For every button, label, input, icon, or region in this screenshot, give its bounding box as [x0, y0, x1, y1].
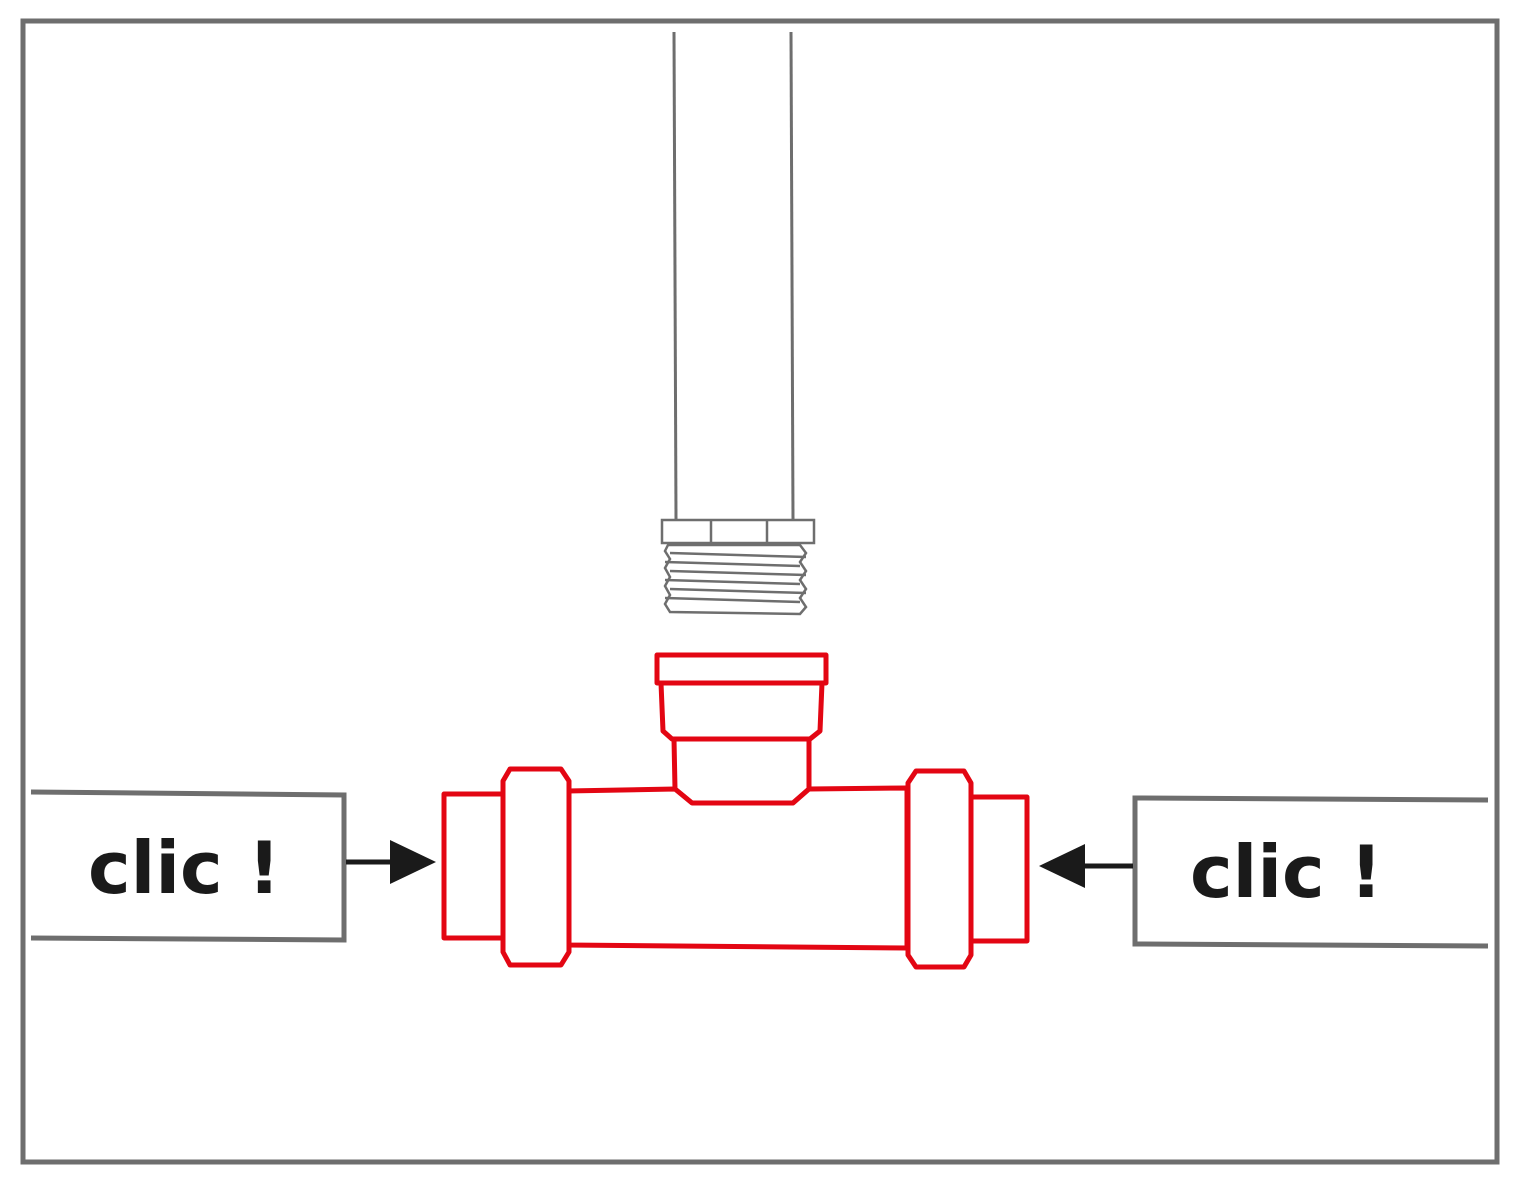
left-clic-label: clic ! [88, 826, 281, 910]
arrow-right-icon [346, 840, 436, 884]
hex-nut [660, 518, 816, 545]
main-body [564, 785, 910, 951]
right-collar [905, 768, 974, 970]
tee-fitting [441, 652, 1030, 970]
branch-body [671, 736, 812, 806]
right-end-stub [966, 794, 1030, 944]
left-collar [500, 766, 572, 968]
left-end-stub [441, 791, 507, 941]
vertical-pipe [672, 31, 795, 521]
right-clic-label: clic ! [1190, 830, 1383, 914]
threaded-end [663, 543, 808, 616]
branch-cap [654, 652, 829, 686]
outer-frame [20, 18, 1500, 1165]
arrow-left-icon [1039, 844, 1133, 888]
right-label-box [1132, 795, 1489, 949]
branch-neck [658, 680, 825, 742]
left-label-box [30, 789, 347, 943]
